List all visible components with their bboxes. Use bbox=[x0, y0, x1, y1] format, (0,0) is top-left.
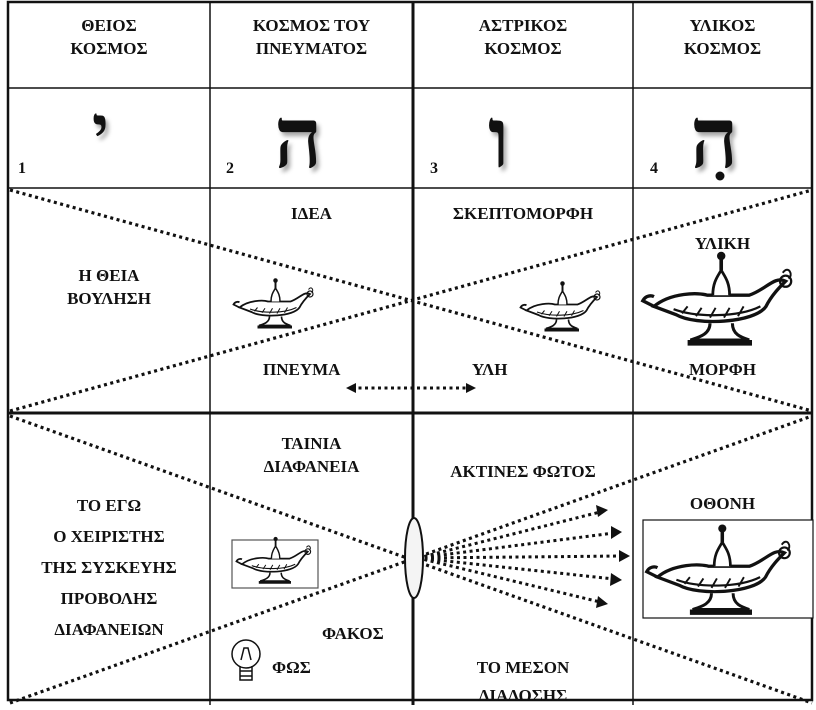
number-2: 2 bbox=[226, 160, 234, 177]
lightbulb-icon bbox=[231, 639, 261, 681]
label-divine-will: Η ΘΕΙΑ ΒΟΥΛΗΣΗ bbox=[67, 266, 151, 308]
hebrew-letter-vav: ו bbox=[488, 88, 510, 187]
lens-icon bbox=[404, 517, 424, 599]
label-idea: ΙΔΕΑ bbox=[291, 204, 332, 223]
label-ego-operator: ΤΟ ΕΓΩ Ο ΧΕΙΡΙΣΤΗΣ ΤΗΣ ΣΥΣΚΕΥΗΣ ΠΡΟΒΟΛΗΣ… bbox=[41, 496, 177, 639]
header-astral-world: ΑΣΤΡΙΚΟΣ ΚΟΣΜΟΣ bbox=[478, 16, 568, 58]
label-medium: ΤΟ ΜΕΣΟΝ ΔΙΑΔΟΣΗΣ bbox=[476, 658, 570, 705]
lamp-icon-thoughtform bbox=[519, 280, 601, 333]
hebrew-letter-he-final: ה bbox=[690, 88, 739, 187]
label-material: ΥΛΙΚΗ bbox=[694, 234, 751, 253]
label-light-rays: ΑΚΤΙΝΕΣ ΦΩΤΟΣ bbox=[450, 462, 596, 481]
label-form: ΜΟΡΦΗ bbox=[689, 360, 756, 379]
lamp-icon-idea bbox=[232, 277, 314, 330]
number-4: 4 bbox=[650, 160, 658, 177]
label-spirit: ΠΝΕΥΜΑ bbox=[263, 360, 341, 379]
light-rays bbox=[417, 510, 623, 604]
number-3: 3 bbox=[430, 160, 438, 177]
middle-cross-lines bbox=[9, 188, 813, 413]
hebrew-dot bbox=[715, 171, 725, 181]
label-thoughtform: ΣΚΕΠΤΟΜΟΡΦΗ bbox=[452, 204, 594, 223]
lamp-icon-material bbox=[640, 249, 794, 348]
header-material-world: ΥΛΙΚΟΣ ΚΟΣΜΟΣ bbox=[683, 16, 762, 58]
ray-arrowheads bbox=[596, 505, 630, 608]
bottom-cross-lines bbox=[9, 414, 813, 705]
number-1: 1 bbox=[18, 160, 26, 177]
spirit-matter-arrow bbox=[346, 383, 476, 393]
label-screen: ΟΘΟΝΗ bbox=[689, 494, 756, 513]
header-divine-world: ΘΕΙΟΣ ΚΟΣΜΟΣ bbox=[70, 16, 148, 58]
label-matter: ΥΛΗ bbox=[472, 360, 508, 379]
label-slide-film: ΤΑΙΝΙΑ ΔΙΑΦΑΝΕΙΑ bbox=[263, 434, 360, 476]
hebrew-letter-yod: י bbox=[92, 92, 109, 167]
header-spirit-world: ΚΟΣΜΟΣ ΤΟΥ ΠΝΕΥΜΑΤΟΣ bbox=[252, 16, 371, 58]
label-lens: ΦΑΚΟΣ bbox=[322, 624, 384, 643]
outer-border bbox=[6, 0, 814, 702]
label-light: ΦΩΣ bbox=[272, 658, 311, 677]
hebrew-letter-he: ה bbox=[274, 88, 323, 187]
